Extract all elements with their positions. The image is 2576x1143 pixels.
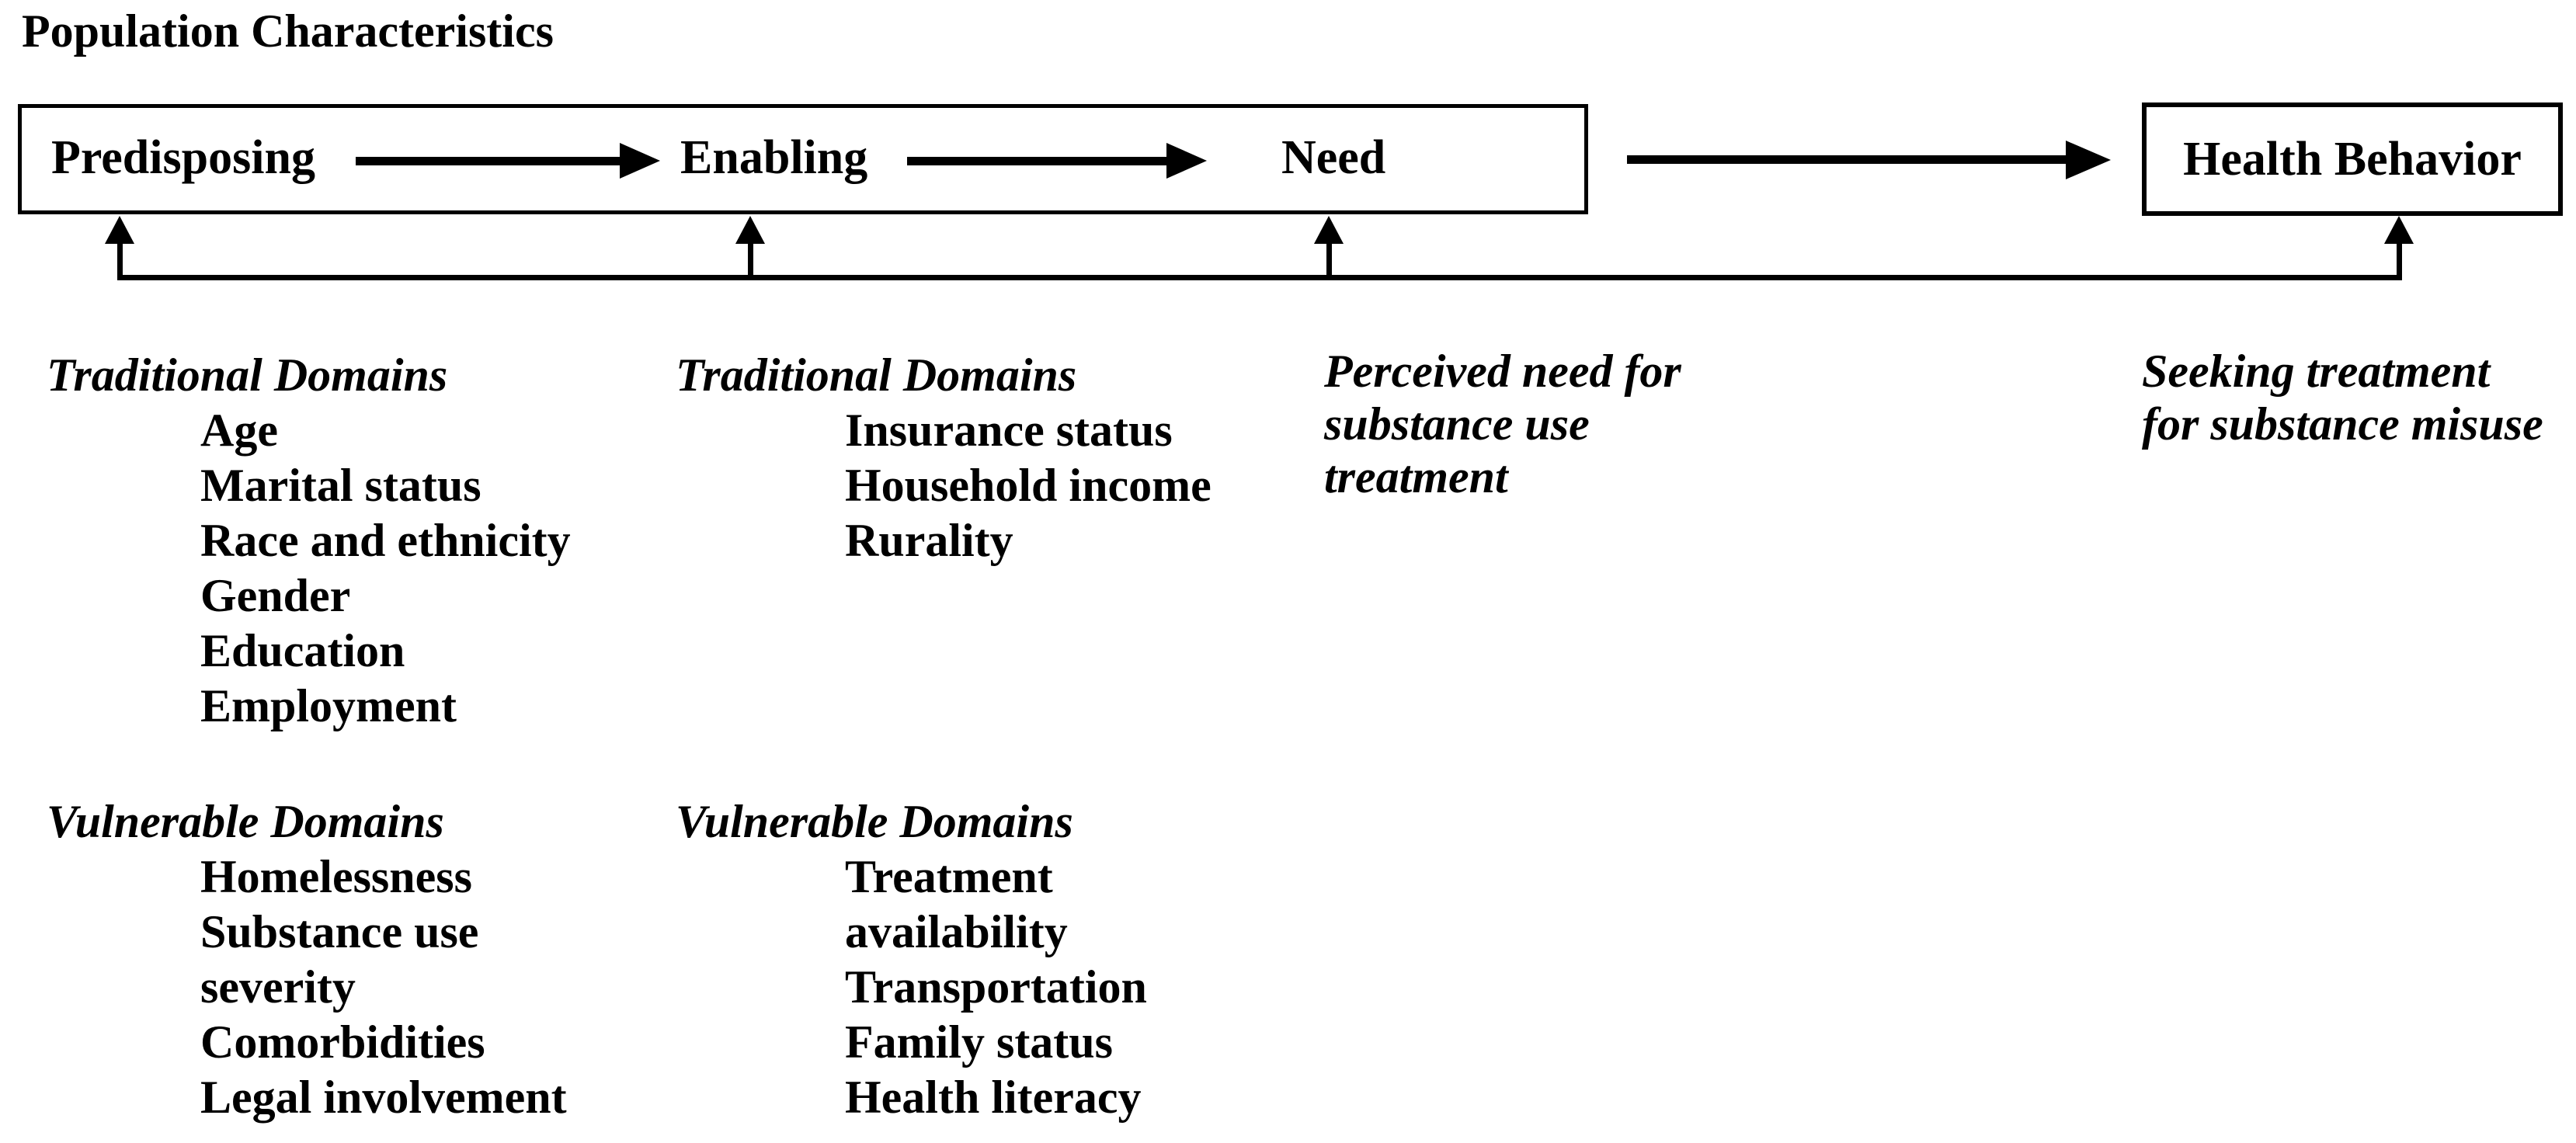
list-item: Treatment availability [845,851,1068,957]
feedback-line [117,275,2402,280]
feedback-riser-need [1326,241,1332,280]
list-item: Comorbidities [200,1016,485,1068]
predisposing-traditional-domains-heading: Traditional Domains [47,349,448,401]
feedback-arrowhead-need [1314,216,1344,244]
enabling-traditional-domains-heading: Traditional Domains [676,349,1077,401]
list-item: Transportation [845,961,1147,1013]
list-item: Rurality [845,515,1013,566]
feedback-riser-enabling [748,241,753,280]
enabling-label: Enabling [680,131,868,184]
list-item: Age [200,405,278,456]
list-item: Substance use severity [200,906,479,1013]
list-item: Insurance status [845,405,1173,456]
list-item: Marital status [200,460,481,511]
list-item: Gender [200,570,351,621]
list-item: Legal involvement [200,1072,567,1123]
feedback-riser-health-behavior [2397,241,2402,280]
feedback-arrowhead-predisposing [105,216,134,244]
arrow-need-to-health-behavior-head [2066,141,2111,179]
feedback-riser-predisposing [117,241,123,280]
page-title: Population Characteristics [22,5,554,57]
arrow-predisposing-to-enabling-head [620,143,660,179]
need-description: Perceived need for substance use treatme… [1324,346,1681,502]
list-item: Employment [200,680,457,731]
population-characteristics-box [18,104,1588,214]
need-label: Need [1281,131,1386,184]
list-item: Homelessness [200,851,472,902]
list-item: Race and ethnicity [200,515,571,566]
health-behavior-description: Seeking treatment for substance misuse [2142,346,2543,450]
predisposing-vulnerable-domains-heading: Vulnerable Domains [47,796,444,847]
list-item: Education [200,625,405,676]
health-behavior-box: Health Behavior [2142,102,2563,216]
arrow-predisposing-to-enabling-shaft [356,157,621,165]
health-behavior-label: Health Behavior [2183,132,2522,186]
list-item: Health literacy [845,1072,1142,1123]
list-item: Household income [845,460,1212,511]
arrow-enabling-to-need-shaft [907,157,1168,165]
enabling-vulnerable-domains-heading: Vulnerable Domains [676,796,1073,847]
feedback-arrowhead-enabling [735,216,765,244]
feedback-arrowhead-health-behavior [2384,216,2414,244]
predisposing-label: Predisposing [51,131,315,184]
arrow-enabling-to-need-head [1166,143,1207,179]
list-item: Family status [845,1016,1113,1068]
arrow-need-to-health-behavior-shaft [1627,155,2067,164]
